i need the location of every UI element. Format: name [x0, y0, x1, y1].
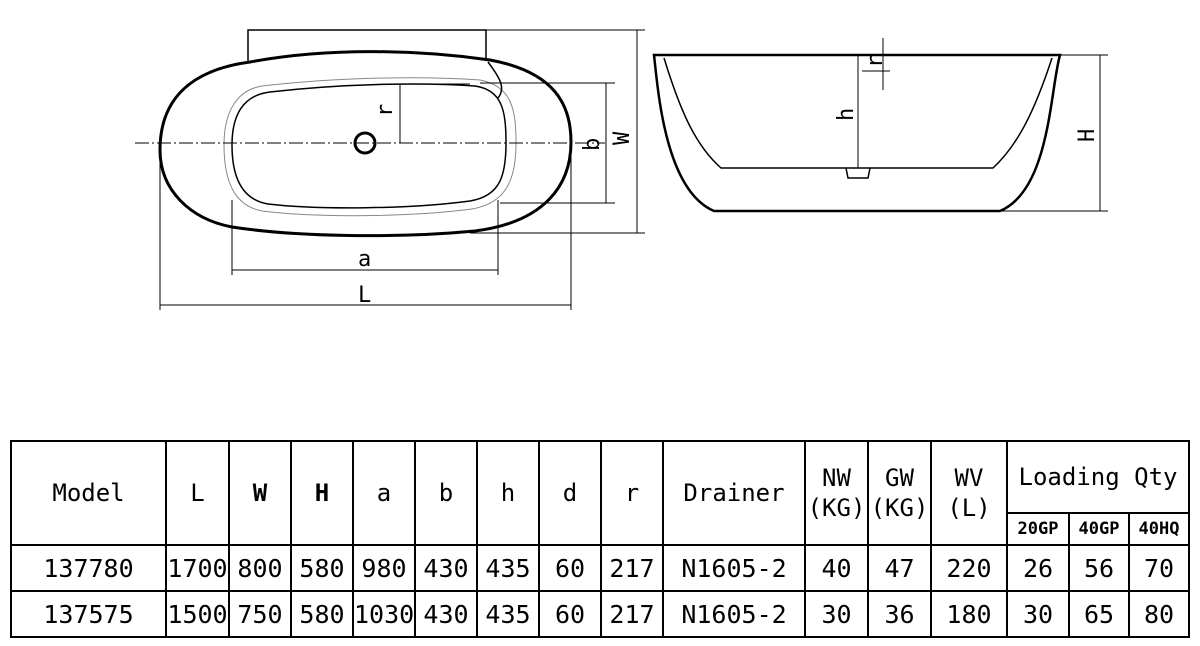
header-gw: GW (KG): [867, 440, 932, 546]
cell-r: 217: [600, 590, 664, 638]
cell-drainer: N1605-2: [662, 544, 806, 592]
header-model: Model: [10, 440, 167, 546]
header-wv: WV (L): [930, 440, 1008, 546]
tub-hump-inner: [487, 61, 503, 99]
bathtub-technical-drawing: r b W a L r h H: [135, 29, 1108, 310]
header-40hq: 40HQ: [1127, 512, 1191, 546]
dim-label-r-top: r: [373, 104, 398, 117]
header-a: a: [352, 440, 416, 546]
header-h: h: [476, 440, 540, 546]
cell-d: 60: [538, 590, 602, 638]
dim-label-b: b: [580, 138, 605, 151]
cell-h: 435: [476, 590, 540, 638]
side-drain-foot: [845, 167, 871, 179]
cell-20gp: 26: [1006, 544, 1070, 592]
dim-label-h: h: [834, 108, 859, 121]
top-view-dimension-labels: r b W a L: [358, 104, 635, 308]
subheader-row: 20GP 40GP 40HQ: [11, 512, 1191, 546]
header-row: Model L W H a b h d r Drainer NW (KG) GW…: [10, 440, 1191, 546]
header-wv-label: WV: [954, 464, 984, 492]
cell-L: 1500: [165, 590, 230, 638]
tub-lip-outline: [223, 77, 517, 217]
cell-b: 430: [414, 590, 478, 638]
cell-40gp: 65: [1068, 590, 1130, 638]
header-loading-qty: Loading Qty: [1005, 440, 1191, 514]
cell-40hq: 80: [1127, 590, 1191, 638]
cell-20gp: 30: [1006, 590, 1070, 638]
header-20gp: 20GP: [1006, 512, 1070, 546]
cell-40gp: 56: [1068, 544, 1130, 592]
dim-label-L: L: [358, 283, 371, 308]
table-row: 137780 1700 800 580 980 430 435 60 217 N…: [10, 544, 1191, 592]
header-gw-unit: (KG): [870, 494, 929, 522]
cell-L: 1700: [165, 544, 230, 592]
cell-drainer: N1605-2: [662, 590, 806, 638]
cell-wv: 180: [930, 590, 1008, 638]
header-drainer: Drainer: [662, 440, 806, 546]
header-wv-unit: (L): [947, 494, 991, 522]
cell-H: 580: [290, 544, 354, 592]
cell-wv: 220: [930, 544, 1008, 592]
header-L: L: [165, 440, 230, 546]
tub-side-inner: [663, 57, 1053, 169]
cell-nw: 40: [804, 544, 869, 592]
cell-a: 980: [352, 544, 416, 592]
dim-label-r-side: r: [863, 55, 888, 68]
specification-table: Model L W H a b h d r Drainer NW (KG) GW…: [10, 440, 1191, 638]
top-view: [135, 29, 645, 310]
header-nw: NW (KG): [804, 440, 869, 546]
cell-a: 1030: [352, 590, 416, 638]
drain-hole: [353, 131, 377, 155]
header-nw-label: NW: [822, 464, 851, 492]
header-H: H: [290, 440, 354, 546]
header-r: r: [600, 440, 664, 546]
tub-inner-basin: [231, 83, 507, 209]
cell-b: 430: [414, 544, 478, 592]
cell-nw: 30: [804, 590, 869, 638]
cell-model: 137780: [10, 544, 167, 592]
header-d: d: [538, 440, 602, 546]
cell-H: 580: [290, 590, 354, 638]
cell-W: 750: [228, 590, 292, 638]
cell-h: 435: [476, 544, 540, 592]
side-view: [652, 38, 1108, 213]
cell-40hq: 70: [1127, 544, 1191, 592]
table-row: 137575 1500 750 580 1030 430 435 60 217 …: [10, 590, 1191, 638]
tub-side-profile: [652, 53, 1062, 213]
cell-r: 217: [600, 544, 664, 592]
cell-d: 60: [538, 544, 602, 592]
cell-W: 800: [228, 544, 292, 592]
header-W: W: [228, 440, 292, 546]
cell-gw: 47: [867, 544, 932, 592]
header-nw-unit: (KG): [807, 494, 866, 522]
dim-label-a: a: [358, 247, 371, 272]
header-gw-label: GW: [885, 464, 914, 492]
dim-label-W: W: [610, 131, 635, 145]
cell-model: 137575: [10, 590, 167, 638]
tub-back-hump: [247, 29, 487, 62]
side-view-dimension-labels: r h H: [834, 55, 1100, 142]
header-40gp: 40GP: [1068, 512, 1130, 546]
header-b: b: [414, 440, 478, 546]
dim-label-H: H: [1075, 129, 1100, 142]
cell-gw: 36: [867, 590, 932, 638]
